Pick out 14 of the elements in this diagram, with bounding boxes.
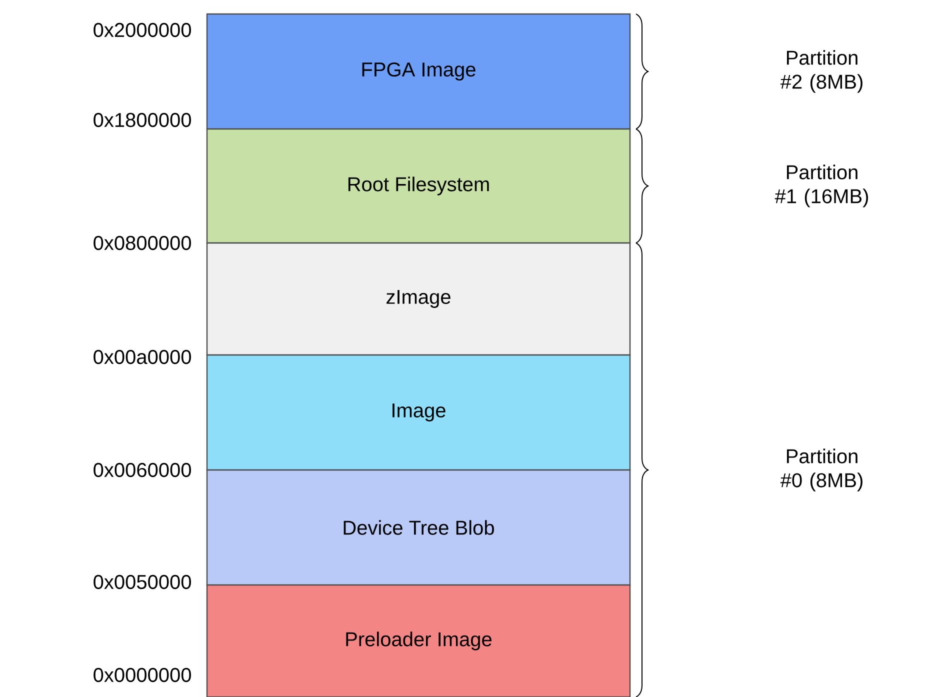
address-label: 0x0050000 [94, 574, 191, 590]
address-label: 0x00a0000 [94, 350, 191, 364]
memory-region-box: Image [206, 354, 631, 471]
memory-region-box: Device Tree Blob [206, 469, 631, 586]
memory-region-box: zImage [206, 242, 631, 356]
partition-label: Partition #0 (8MB) [780, 448, 862, 492]
memory-region-box: Preloader Image [206, 584, 631, 697]
address-label: 0x0060000 [94, 462, 191, 478]
partition-label: Partition #1 (16MB) [774, 164, 868, 208]
memory-region-box: Root Filesystem [206, 128, 631, 244]
partition-label: Partition #2 (8MB) [780, 50, 862, 93]
address-label: 0x0800000 [94, 236, 191, 250]
memory-region-box: FPGA Image [206, 13, 631, 130]
address-label: 0x1800000 [94, 112, 191, 128]
